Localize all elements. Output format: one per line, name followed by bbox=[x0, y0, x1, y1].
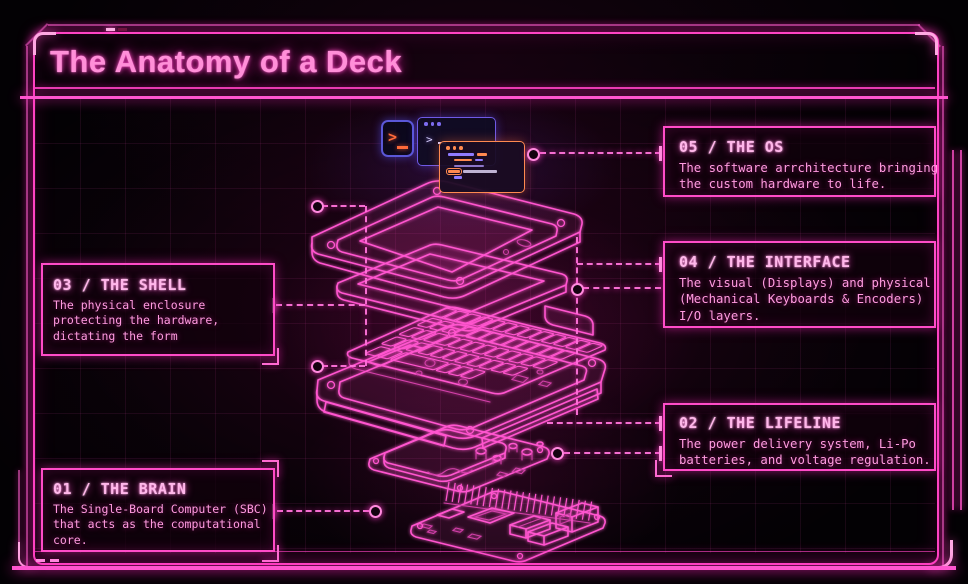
frame-dash-accent-1 bbox=[106, 28, 115, 31]
window-dots bbox=[424, 122, 441, 126]
callout-title-os: 05 / THE OS bbox=[679, 138, 784, 156]
terminal-prompt: > bbox=[426, 133, 433, 146]
frame-bottom-rule bbox=[12, 566, 956, 570]
outer-frame-left bbox=[26, 46, 28, 566]
code-editor-window bbox=[439, 141, 525, 193]
connector-lifeline-tick-1 bbox=[659, 416, 662, 431]
callout-title-shell: 03 / THE SHELL bbox=[53, 276, 187, 294]
connector-shell-stub-top bbox=[322, 205, 365, 207]
bracket-shell-br bbox=[262, 348, 279, 365]
outer-frame-right bbox=[942, 46, 944, 566]
connector-shell-node-bottom bbox=[311, 360, 324, 373]
exploded-deck-illustration bbox=[310, 180, 690, 563]
outer-frame-top bbox=[48, 24, 920, 26]
main-frame bbox=[33, 32, 939, 565]
frame-dash-accent-2 bbox=[118, 28, 127, 31]
right-margin-rail-2 bbox=[960, 150, 962, 510]
bracket-brain-tr bbox=[262, 460, 279, 477]
frame-elbow-br bbox=[928, 540, 953, 569]
connector-interface-node bbox=[571, 283, 584, 296]
terminal-icon: > bbox=[381, 120, 414, 157]
callout-box-lifeline: 02 / THE LIFELINE The power delivery sys… bbox=[663, 403, 936, 471]
right-margin-rail-1 bbox=[952, 150, 954, 510]
connector-os-line bbox=[540, 152, 661, 154]
callout-body-lifeline: The power delivery system, Li-Po batteri… bbox=[679, 437, 931, 468]
connector-shell-line bbox=[276, 304, 365, 306]
footer-dash-1 bbox=[36, 559, 45, 562]
callout-title-brain: 01 / THE BRAIN bbox=[53, 480, 187, 498]
gpio-pins bbox=[445, 481, 593, 521]
footer-dash-2 bbox=[50, 559, 59, 562]
title-separator bbox=[35, 87, 935, 89]
connector-interface-line-1 bbox=[577, 263, 661, 265]
content-top-rule bbox=[20, 96, 948, 99]
terminal-chevron-icon: > bbox=[388, 128, 398, 146]
terminal-cursor-bar bbox=[397, 146, 408, 149]
connector-os-tick bbox=[659, 146, 662, 161]
connector-brain-line bbox=[277, 510, 369, 512]
callout-body-os: The software arrchitecture bringing the … bbox=[679, 161, 939, 192]
connector-brain-node bbox=[369, 505, 382, 518]
connector-shell-stub-bottom bbox=[322, 365, 365, 367]
code-lines bbox=[446, 153, 497, 182]
frame-elbow-tl bbox=[33, 32, 56, 55]
page-title: The Anatomy of a Deck bbox=[50, 44, 403, 79]
connector-lifeline-line-2 bbox=[564, 452, 661, 454]
connector-lifeline-line-1 bbox=[547, 422, 661, 424]
connector-os-node bbox=[527, 148, 540, 161]
callout-body-interface: The visual (Displays) and physical (Mech… bbox=[679, 276, 931, 323]
connector-shell-bracket bbox=[365, 206, 367, 366]
outer-frame-left-accent bbox=[18, 470, 20, 556]
callout-box-interface: 04 / THE INTERFACE The visual (Displays)… bbox=[663, 241, 936, 328]
sbc-board-layer bbox=[410, 481, 606, 563]
callout-box-brain: 01 / THE BRAIN The Single-Board Computer… bbox=[41, 468, 275, 552]
callout-body-brain: The Single-Board Computer (SBC) that act… bbox=[53, 502, 268, 547]
connector-interface-tick bbox=[659, 257, 662, 272]
callout-box-os: 05 / THE OS The software arrchitecture b… bbox=[663, 126, 939, 197]
callout-title-lifeline: 02 / THE LIFELINE bbox=[679, 414, 842, 432]
callout-box-shell: 03 / THE SHELL The physical enclosure pr… bbox=[41, 263, 275, 356]
frame-elbow-tr bbox=[915, 32, 938, 55]
bracket-lifeline-bl bbox=[655, 460, 672, 477]
callout-title-interface: 04 / THE INTERFACE bbox=[679, 253, 851, 271]
bracket-brain-br bbox=[262, 545, 279, 562]
connector-lifeline-node bbox=[551, 447, 564, 460]
connector-lifeline-tick-2 bbox=[659, 446, 662, 461]
callout-body-shell: The physical enclosure protecting the ha… bbox=[53, 298, 220, 343]
connector-interface-line-2 bbox=[583, 287, 661, 289]
window-dots bbox=[446, 146, 463, 150]
connector-interface-bracket bbox=[576, 237, 578, 415]
content-bottom-rule bbox=[35, 551, 935, 552]
connector-shell-node-top bbox=[311, 200, 324, 213]
battery-board-layer bbox=[368, 424, 550, 493]
frame-elbow-bl bbox=[18, 542, 36, 568]
